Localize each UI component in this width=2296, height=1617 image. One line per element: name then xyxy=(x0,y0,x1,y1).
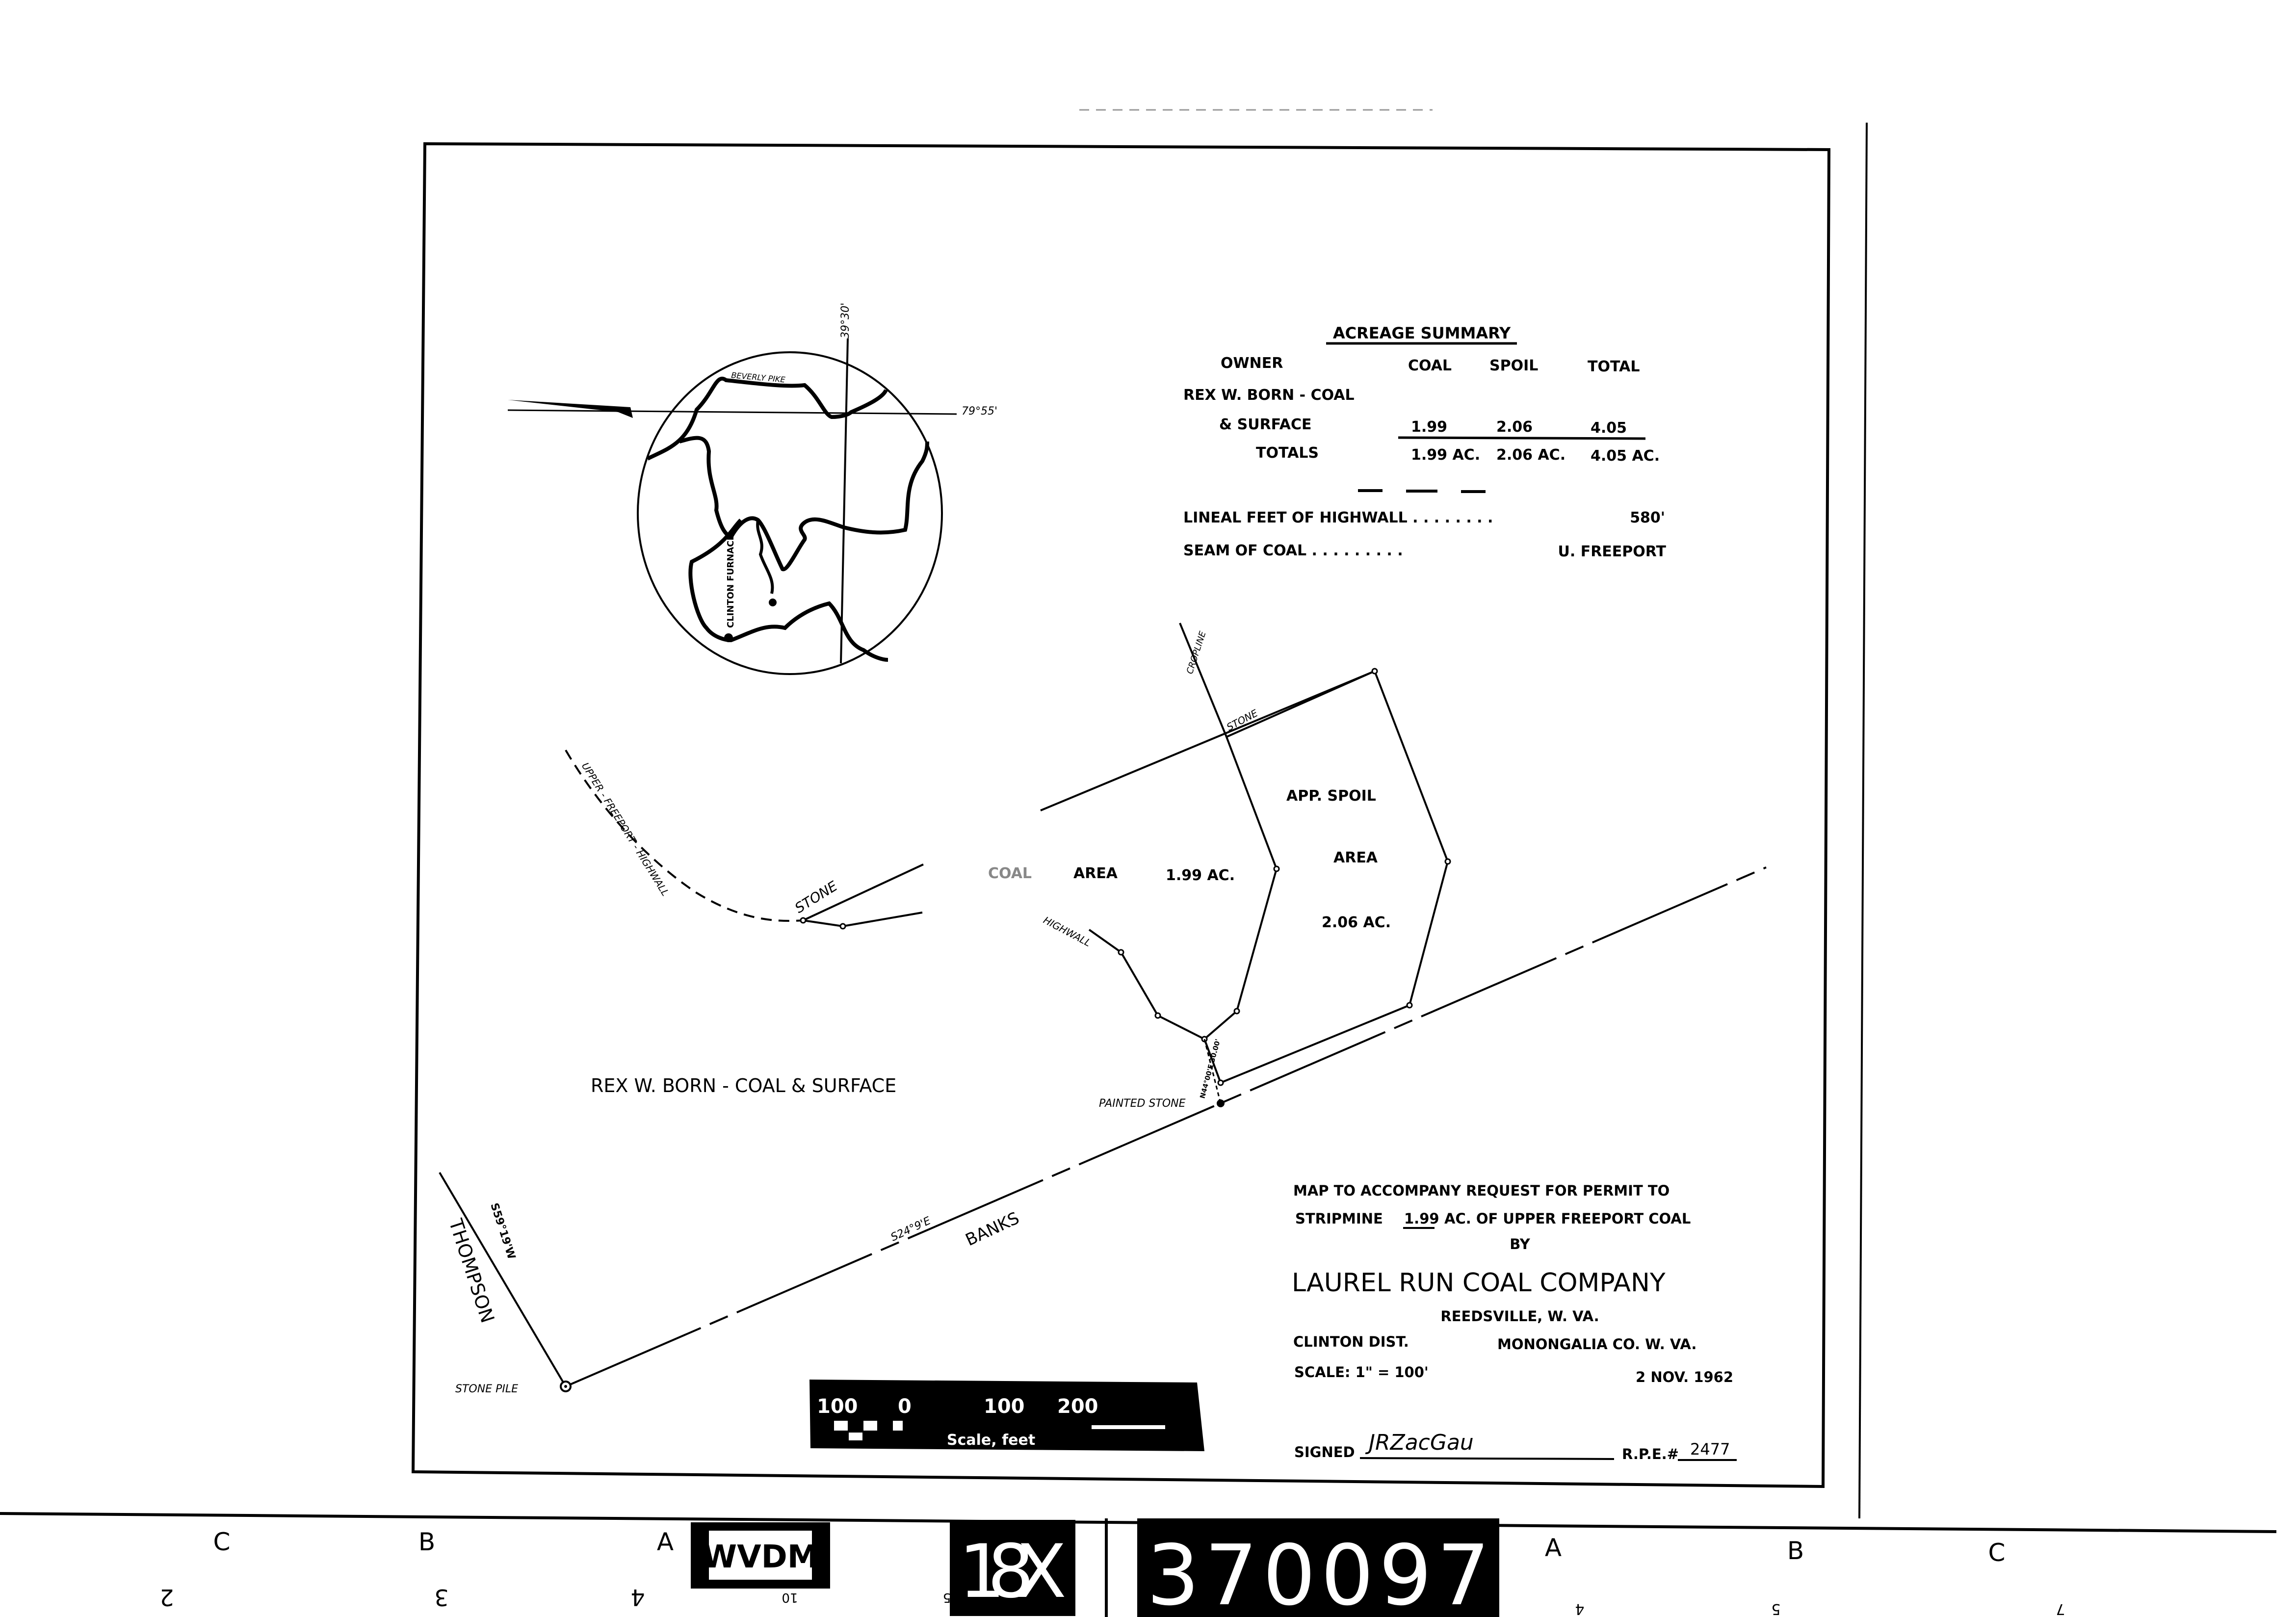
bearing-short-label: N44°00'E 30.00' xyxy=(1199,1038,1222,1099)
title-by: BY xyxy=(1510,1236,1531,1252)
map-scale: SCALE: 1" = 100' xyxy=(1294,1364,1429,1381)
title-line2-post: AC. OF UPPER FREEPORT COAL xyxy=(1444,1210,1691,1227)
thompson-boundary-line xyxy=(439,1172,567,1387)
scale-label-200: 200 xyxy=(1057,1395,1098,1418)
film-letter: B xyxy=(418,1528,435,1556)
right-film-edge xyxy=(1858,122,1868,1519)
highwall-left-label: UPPER - FREEPORT - HIGHWALL xyxy=(579,760,672,898)
header-coal: COAL xyxy=(1408,357,1452,374)
county: MONONGALIA CO. W. VA. xyxy=(1497,1336,1696,1353)
map-date: 2 NOV. 1962 xyxy=(1636,1369,1733,1385)
totals-coal: 1.99 AC. xyxy=(1411,446,1480,464)
row-total: 4.05 xyxy=(1591,419,1627,437)
scale-caption: Scale, feet xyxy=(947,1432,1035,1449)
owner-parcel-label: REX W. BORN - COAL & SURFACE xyxy=(591,1075,896,1096)
scale-label-0: 0 xyxy=(898,1395,912,1418)
banks-boundary-line xyxy=(565,866,1767,1387)
thompson-label: THOMPSON xyxy=(444,1216,498,1326)
scale-label-100-left: 100 xyxy=(817,1395,858,1418)
spoil-area-label: APP. SPOIL xyxy=(1286,787,1376,805)
seam-value: U. FREEPORT xyxy=(1558,543,1667,560)
film-strip: C B A A B C 2 3 4 10 5 4 5 7 WVDM 18X 37… xyxy=(0,1512,2277,1617)
wvdm-stamp: WVDM xyxy=(703,1539,819,1575)
upper-freeport-highwall-line xyxy=(565,749,804,922)
row-spoil: 2.06 xyxy=(1496,418,1533,436)
totals-label: TOTALS xyxy=(1256,444,1319,462)
film-letter: A xyxy=(657,1528,674,1556)
title-line2-acres: 1.99 xyxy=(1404,1210,1439,1227)
coal-acres-label: 1.99 AC. xyxy=(1166,867,1235,884)
reel-number: 18X xyxy=(959,1529,1067,1615)
stream xyxy=(678,436,929,572)
scale-bar: 100 0 100 200 Scale, feet xyxy=(809,1380,1204,1451)
company-name: LAUREL RUN COAL COMPANY xyxy=(1292,1268,1666,1298)
stone-left-label: STONE xyxy=(792,878,840,916)
stone-pile-label: STONE PILE xyxy=(455,1383,518,1395)
beverly-pike-road xyxy=(647,376,888,461)
rpe-number: 2477 xyxy=(1690,1440,1730,1459)
banks-label: BANKS xyxy=(963,1208,1022,1250)
owner-line1: REX W. BORN - COAL xyxy=(1183,387,1355,404)
coal-area-boundary xyxy=(1088,929,1205,1040)
thompson-bearing-label: S59°19'W xyxy=(488,1201,518,1261)
film-number: 5 xyxy=(943,1590,951,1605)
coal-area-label: COAL xyxy=(988,865,1032,882)
owner-line2: & SURFACE xyxy=(1219,416,1311,433)
film-letter: C xyxy=(213,1528,231,1556)
totals-spoil: 2.06 AC. xyxy=(1496,446,1565,464)
title-block: MAP TO ACCOMPANY REQUEST FOR PERMIT TO S… xyxy=(1292,1182,1737,1462)
map-border xyxy=(411,142,1831,1488)
highwall-value: 580' xyxy=(1630,509,1665,526)
highwall-mid-label: HIGHWALL xyxy=(1042,914,1093,949)
film-number: 7 xyxy=(2056,1600,2065,1617)
film-number: 3 xyxy=(434,1584,448,1611)
title-line2-pre: STRIPMINE xyxy=(1295,1210,1383,1227)
film-letter: B xyxy=(1787,1537,1804,1565)
acreage-title: ACREAGE SUMMARY xyxy=(1333,324,1511,342)
signed-label: SIGNED xyxy=(1294,1444,1355,1461)
longitude-label: 79°55' xyxy=(962,405,997,417)
film-number: 4 xyxy=(630,1584,645,1611)
banks-bearing-label: S24°9'E xyxy=(889,1215,933,1244)
totals-total: 4.05 AC. xyxy=(1591,447,1660,465)
header-owner: OWNER xyxy=(1221,355,1283,372)
header-spoil: SPOIL xyxy=(1489,357,1538,374)
company-city: REEDSVILLE, W. VA. xyxy=(1440,1308,1599,1325)
cropline-label: CROPLINE xyxy=(1185,630,1208,676)
film-number: 4 xyxy=(1575,1600,1584,1617)
north-arrow-icon xyxy=(508,400,633,418)
rpe-label: R.P.E.# xyxy=(1622,1446,1679,1462)
location-inset-map: 79°55' 39°30' CLINTON FURNACE BEVERLY PI… xyxy=(507,303,997,675)
acreage-summary: ACREAGE SUMMARY OWNER COAL SPOIL TOTAL R… xyxy=(1183,324,1667,560)
film-letter: A xyxy=(1545,1534,1562,1562)
cropline xyxy=(1179,623,1227,737)
title-line1: MAP TO ACCOMPANY REQUEST FOR PERMIT TO xyxy=(1293,1182,1670,1199)
row-coal: 1.99 xyxy=(1411,418,1447,436)
painted-stone-label: PAINTED STONE xyxy=(1099,1097,1186,1110)
film-number: 5 xyxy=(1771,1600,1780,1617)
scale-label-100: 100 xyxy=(984,1395,1025,1418)
spoil-area-word: AREA xyxy=(1333,849,1378,866)
coal-area-word: AREA xyxy=(1073,865,1118,882)
highwall-label: LINEAL FEET OF HIGHWALL . . . . . . . . xyxy=(1183,509,1493,526)
engineer-signature: JRZacGau xyxy=(1365,1430,1474,1455)
film-letter: C xyxy=(1988,1539,2006,1567)
town-label: CLINTON FURNACE xyxy=(726,534,736,628)
header-total: TOTAL xyxy=(1588,358,1640,375)
film-number: 2 xyxy=(159,1584,174,1611)
spoil-acres-label: 2.06 AC. xyxy=(1322,914,1391,931)
film-number: 10 xyxy=(782,1590,798,1605)
seam-label: SEAM OF COAL . . . . . . . . . xyxy=(1183,542,1403,559)
stream-south xyxy=(688,519,888,662)
latitude-label: 39°30' xyxy=(839,303,852,339)
district: CLINTON DIST. xyxy=(1293,1333,1409,1350)
